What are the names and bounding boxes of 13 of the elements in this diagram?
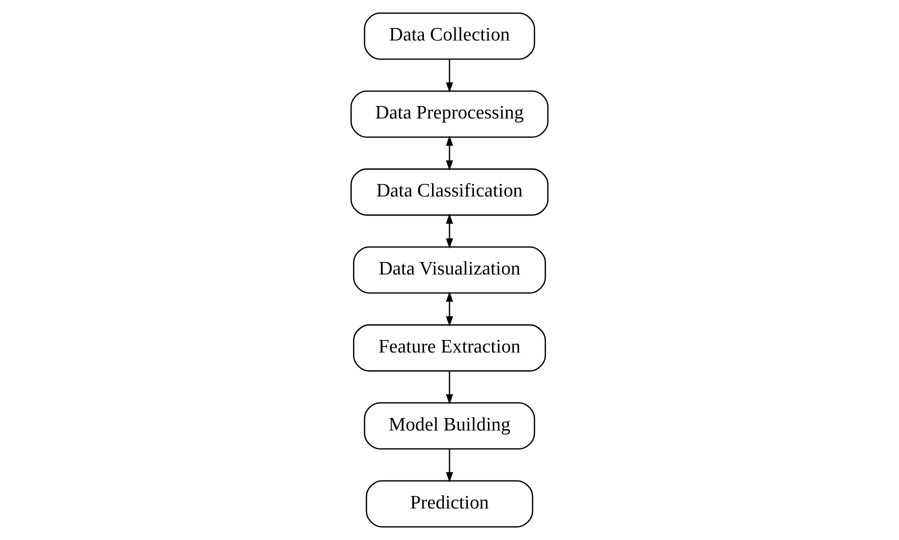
node-box: Prediction [366,480,534,528]
node-box: Data Preprocessing [350,90,549,138]
node-box: Data Visualization [353,246,546,294]
arrow [446,60,454,93]
arrow [446,449,454,482]
arrow [446,291,454,327]
arrow [446,371,454,404]
node-box: Feature Extraction [353,324,546,372]
node-box: Model Building [364,402,536,450]
arrow [446,136,454,171]
node-box: Data Collection [364,12,536,60]
arrow [446,214,454,249]
node-box: Data Classification [350,168,549,216]
